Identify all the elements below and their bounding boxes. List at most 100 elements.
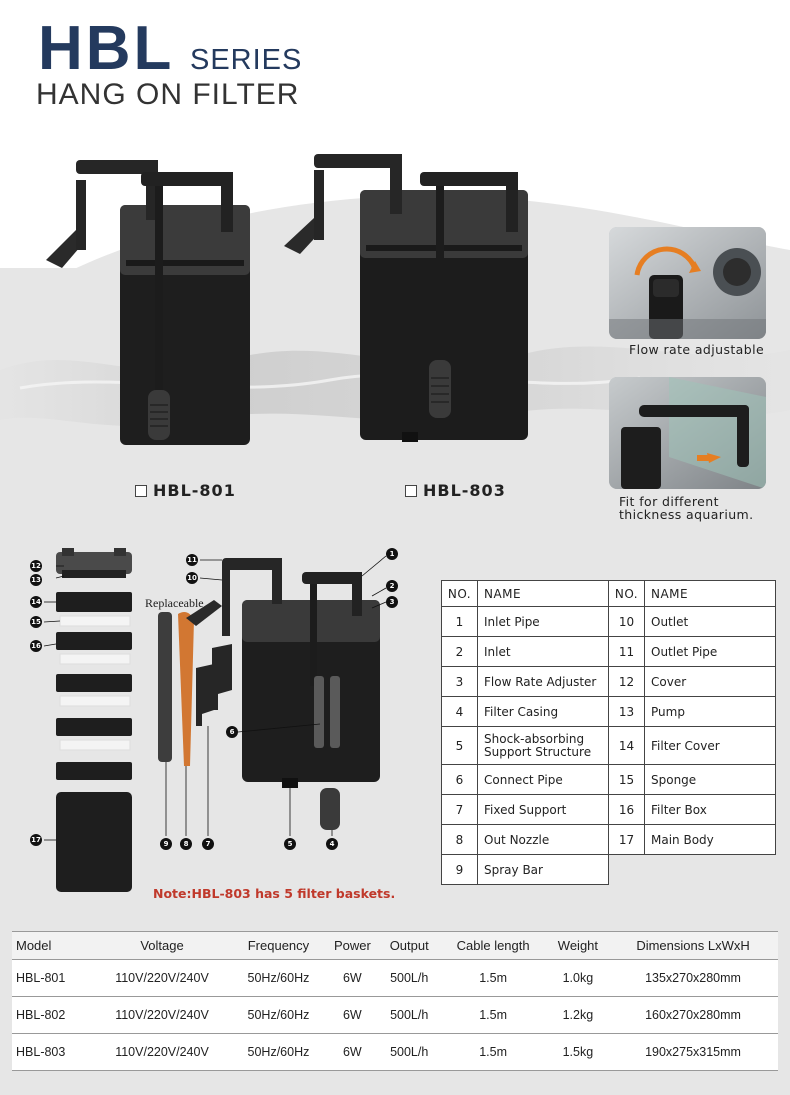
part-name: Pump: [644, 696, 776, 727]
callout-17: 17: [30, 834, 42, 846]
table-row: 2 Inlet 11 Outlet Pipe: [441, 636, 776, 667]
checkbox-icon: [405, 484, 417, 497]
part-number: 13: [608, 696, 645, 727]
table-cell: 50Hz/60Hz: [232, 959, 325, 997]
part-name: Filter Cover: [644, 726, 776, 765]
column-header: Weight: [547, 931, 609, 960]
part-number: 16: [608, 794, 645, 825]
model-name: HBL-801: [153, 481, 236, 500]
table-row: 3 Flow Rate Adjuster 12 Cover: [441, 666, 776, 697]
table-cell: HBL-803: [12, 1033, 92, 1071]
model-label-hbl-801: HBL-801: [135, 481, 236, 500]
flow-adjust-illustration: [609, 227, 766, 339]
column-header: Dimensions LxWxH: [608, 931, 778, 960]
callout-8: 8: [180, 838, 192, 850]
specs-table: Model Voltage Frequency Power Output Cab…: [12, 931, 778, 1071]
part-name-line: Shock-absorbing: [484, 731, 585, 746]
table-cell: 1.0kg: [547, 959, 609, 997]
empty-cell: [645, 855, 776, 885]
table-row: 8 Out Nozzle 17 Main Body: [441, 824, 776, 855]
part-name: Filter Casing: [477, 696, 609, 727]
table-cell: 500L/h: [379, 959, 439, 997]
callout-10: 10: [186, 572, 198, 584]
callout-3: 3: [386, 596, 398, 608]
column-header: NAME: [644, 580, 776, 607]
callout-12: 12: [30, 560, 42, 572]
part-name: Outlet Pipe: [644, 636, 776, 667]
table-cell: 110V/220V/240V: [91, 996, 233, 1034]
table-cell: 135x270x280mm: [608, 959, 778, 997]
part-name: Spray Bar: [477, 854, 609, 885]
table-row: HBL-802 110V/220V/240V 50Hz/60Hz 6W 500L…: [12, 996, 778, 1034]
column-header: NO.: [441, 580, 478, 607]
callout-11: 11: [186, 554, 198, 566]
table-row: 6 Connect Pipe 15 Sponge: [441, 764, 776, 795]
table-row: 7 Fixed Support 16 Filter Box: [441, 794, 776, 825]
feature-caption-thickness: Fit for different thickness aquarium.: [619, 495, 753, 521]
table-cell: 50Hz/60Hz: [232, 1033, 325, 1071]
product-image-hbl-801: [46, 160, 250, 445]
callout-5: 5: [284, 838, 296, 850]
part-number: 9: [441, 854, 478, 885]
callout-15: 15: [30, 616, 42, 628]
table-cell: 110V/220V/240V: [91, 1033, 233, 1071]
column-header: NAME: [477, 580, 609, 607]
callout-14: 14: [30, 596, 42, 608]
callout-13: 13: [30, 574, 42, 586]
column-header: Output: [379, 931, 439, 960]
table-row: HBL-803 110V/220V/240V 50Hz/60Hz 6W 500L…: [12, 1033, 778, 1071]
part-number: 14: [608, 726, 645, 765]
table-cell: 6W: [324, 996, 380, 1034]
series-label: SERIES: [190, 44, 303, 76]
exploded-diagram: Replaceable 12 13 14 15 16 17 11 10 1 2 …: [0, 540, 440, 910]
feature-photo-flow-rate: [609, 227, 766, 339]
part-name: Sponge: [644, 764, 776, 795]
part-number: 11: [608, 636, 645, 667]
page-subtitle: HANG ON FILTER: [36, 78, 300, 111]
part-name: Flow Rate Adjuster: [477, 666, 609, 697]
part-number: 12: [608, 666, 645, 697]
table-cell: 6W: [324, 959, 380, 997]
table-cell: 1.5m: [438, 996, 548, 1034]
part-number: 10: [608, 606, 645, 637]
part-name: Main Body: [644, 824, 776, 855]
table-row: 1 Inlet Pipe 10 Outlet: [441, 606, 776, 637]
part-name: Inlet Pipe: [477, 606, 609, 637]
filter-basket-note: Note:HBL-803 has 5 filter baskets.: [153, 886, 396, 901]
part-number: 4: [441, 696, 478, 727]
part-name: Fixed Support: [477, 794, 609, 825]
caption-line: thickness aquarium.: [619, 507, 754, 523]
empty-cell: [609, 855, 645, 885]
part-number: 8: [441, 824, 478, 855]
table-cell: 1.5m: [438, 959, 548, 997]
table-cell: 50Hz/60Hz: [232, 996, 325, 1034]
part-name: Inlet: [477, 636, 609, 667]
column-header: Power: [324, 931, 380, 960]
brand-logo: HBL: [38, 14, 175, 83]
table-cell: 1.5m: [438, 1033, 548, 1071]
table-cell: 110V/220V/240V: [91, 959, 233, 997]
part-number: 5: [441, 726, 478, 765]
table-header-row: Model Voltage Frequency Power Output Cab…: [12, 931, 778, 960]
callout-2: 2: [386, 580, 398, 592]
part-number: 6: [441, 764, 478, 795]
part-number: 7: [441, 794, 478, 825]
model-label-hbl-803: HBL-803: [405, 481, 506, 500]
column-header: NO.: [608, 580, 645, 607]
model-name: HBL-803: [423, 481, 506, 500]
caption-line: Fit for different: [619, 494, 719, 509]
callout-9: 9: [160, 838, 172, 850]
column-header: Cable length: [438, 931, 548, 960]
column-header: Voltage: [91, 931, 233, 960]
part-number: 2: [441, 636, 478, 667]
part-number: 3: [441, 666, 478, 697]
exploded-parts-drawing: [43, 548, 387, 892]
table-row: 5 Shock-absorbing Support Structure 14 F…: [441, 726, 776, 765]
checkbox-icon: [135, 484, 147, 497]
callout-7: 7: [202, 838, 214, 850]
parts-table: NO. NAME NO. NAME 1 Inlet Pipe 10 Outlet…: [441, 580, 776, 885]
column-header: Frequency: [232, 931, 325, 960]
table-row: 4 Filter Casing 13 Pump: [441, 696, 776, 727]
table-cell: 500L/h: [379, 1033, 439, 1071]
part-name: Connect Pipe: [477, 764, 609, 795]
